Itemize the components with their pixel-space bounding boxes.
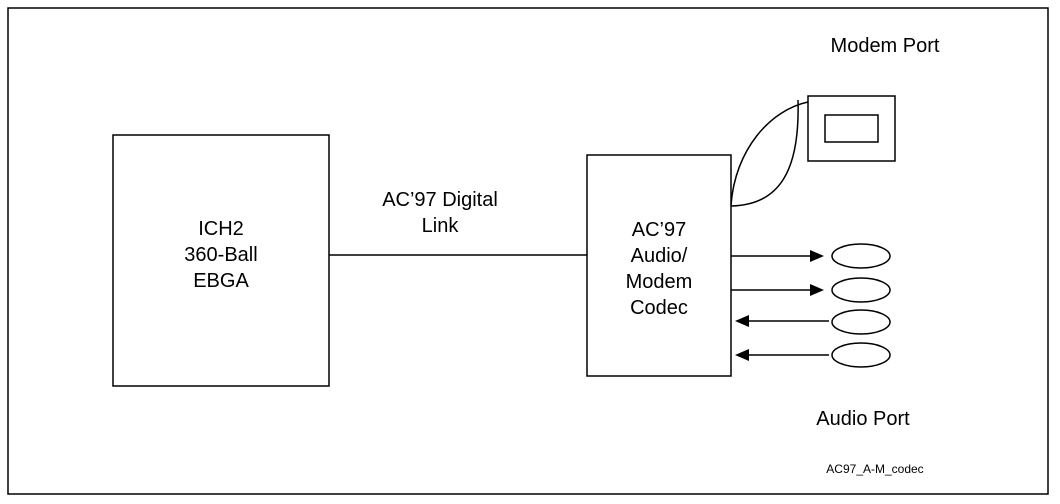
link-label: AC’97 Digital Link xyxy=(345,187,535,239)
audio-input-arrow-1 xyxy=(735,315,829,327)
codec-label-line4: Codec xyxy=(630,297,688,319)
link-label-line2: Link xyxy=(421,215,459,237)
modem-port-label: Modem Port xyxy=(830,35,940,57)
audio-output-arrow-1 xyxy=(731,250,824,262)
ich2-label-line1: ICH2 xyxy=(198,218,244,240)
modem-cable-curve-upper xyxy=(730,101,809,206)
codec-label-line1: AC’97 xyxy=(631,219,687,241)
ich2-label-line2: 360-Ball xyxy=(184,244,258,266)
audio-jack-icon-2 xyxy=(831,277,891,303)
audio-jack-icon-4 xyxy=(831,342,891,368)
audio-input-arrow-2 xyxy=(735,349,829,361)
codec-label-line2: Audio/ xyxy=(630,245,688,267)
ich2-label: ICH2 360-Ball EBGA xyxy=(113,216,329,294)
codec-box xyxy=(586,154,732,377)
ich2-label-line3: EBGA xyxy=(193,270,249,292)
codec-label: AC’97 Audio/ Modem Codec xyxy=(587,217,731,321)
modem-port-icon xyxy=(807,95,896,162)
audio-jack-icon-1 xyxy=(831,243,891,269)
link-label-line1: AC’97 Digital xyxy=(382,189,498,211)
codec-label-line3: Modem xyxy=(625,271,693,293)
figure-frame xyxy=(7,7,1049,495)
audio-port-label: Audio Port xyxy=(816,408,910,430)
audio-jack-icon-3 xyxy=(831,309,891,335)
ich2-box xyxy=(112,134,330,387)
modem-cable-curve-lower xyxy=(730,99,799,207)
audio-output-arrow-2 xyxy=(731,284,824,296)
figure-id-label: AC97_A-M_codec xyxy=(826,462,924,476)
